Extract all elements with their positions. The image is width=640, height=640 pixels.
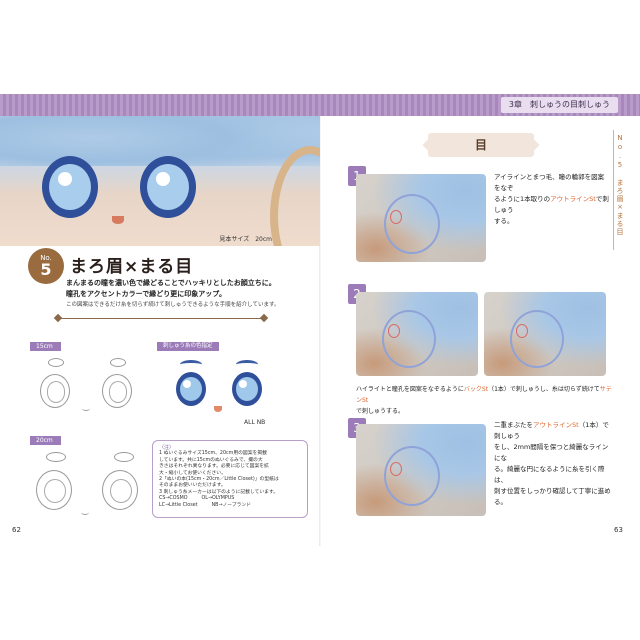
sketch-brow bbox=[46, 452, 66, 462]
note-line: きさはそれぞれ異なります。必要に応じて図案を拡 bbox=[159, 464, 269, 470]
note-line: 3 刺しゅう糸メーカーは以下のように記載しています。 bbox=[159, 489, 279, 495]
step-1-photo bbox=[356, 174, 486, 262]
page-number-left: 62 bbox=[12, 526, 21, 534]
size-tag-20cm: 20cm bbox=[30, 436, 61, 445]
page-spine bbox=[319, 116, 321, 546]
size-tag-15cm: 15cm bbox=[30, 342, 61, 351]
photo-highlight bbox=[390, 210, 402, 224]
section-title: 目 bbox=[428, 133, 534, 157]
header-band: 3章 刺しゅうの目刺しゅう bbox=[0, 94, 640, 116]
badge-no-label: No. bbox=[40, 254, 52, 262]
pattern-20cm bbox=[20, 450, 150, 526]
side-tab: No.5 まろ眉×まる目 bbox=[613, 130, 627, 250]
step-1-line: アイラインとまつ毛、瞳の輪郭を図案をなぞ bbox=[494, 173, 605, 192]
sketch-mouth bbox=[82, 406, 90, 411]
hero-right-eye bbox=[140, 156, 196, 218]
note-line: 2「ぬいの本(15cm・20cm／Little Closet)」の型紙は bbox=[159, 477, 279, 483]
color-spec-label: 刺しゅう糸の色指定 bbox=[157, 342, 219, 351]
hero-photo: 見本サイズ 20cm bbox=[0, 116, 320, 246]
photo-highlight bbox=[516, 324, 528, 338]
step-2-text: ハイライトと瞳孔を図案をなぞるようにバックSt（1本）で刺しゅうし、糸は切らず続… bbox=[356, 384, 616, 417]
sketch-mouth bbox=[81, 510, 89, 515]
pattern-15cm bbox=[26, 356, 146, 426]
note-line: 1 ぬいぐるみサイズ15cm、20cm用の図案を掲載 bbox=[159, 451, 267, 457]
maker-code: OL→OLYMPUS bbox=[201, 496, 235, 502]
color-brow bbox=[236, 360, 258, 369]
photo-highlight bbox=[390, 462, 402, 476]
sketch-eye bbox=[40, 374, 70, 408]
sketch-brow bbox=[114, 452, 134, 462]
step-number-badge: No. 5 bbox=[28, 248, 64, 284]
maker-code: NB→ノーブランド bbox=[211, 502, 251, 508]
note-box: 〈注〉 1 ぬいぐるみサイズ15cm、20cm用の図案を掲載 しています。共に1… bbox=[152, 440, 308, 518]
page-number-right: 63 bbox=[614, 526, 623, 534]
sketch-brow bbox=[110, 358, 126, 367]
step-3-line: 二重まぶたをアウトラインSt（1本）で刺しゅう bbox=[494, 421, 609, 440]
sketch-brow bbox=[48, 358, 64, 367]
sketch-eye bbox=[36, 470, 72, 510]
color-eye bbox=[176, 372, 206, 406]
chapter-header: 3章 刺しゅうの目刺しゅう bbox=[500, 97, 618, 113]
thread-brand-note: ALL NB bbox=[244, 419, 266, 426]
photo-eye-outline bbox=[510, 310, 564, 368]
hero-mouth bbox=[112, 216, 124, 224]
hero-left-eye bbox=[42, 156, 98, 218]
step-3-line: をし、2mm間隔を保つと綺麗なラインにな bbox=[494, 443, 609, 462]
maker-code: CS→COSMO bbox=[159, 496, 188, 502]
maker-code: LC→Little Closet bbox=[159, 502, 198, 508]
color-mouth bbox=[214, 406, 222, 412]
page-title: まろ眉×まる目 bbox=[70, 257, 194, 277]
lead-line-1: まんまるの瞳を濃い色で縁どることでハッキリとしたお顔立ちに。 bbox=[66, 279, 276, 287]
photo-eye-outline bbox=[384, 446, 440, 506]
photo-eye-outline bbox=[382, 310, 436, 368]
color-pattern bbox=[162, 358, 302, 428]
ornament-divider bbox=[58, 318, 264, 319]
step-3-line: 刺す位置をしっかり確認して丁寧に進める。 bbox=[494, 487, 611, 506]
step-2-photo-b bbox=[484, 292, 606, 376]
note-head: 〈注〉 bbox=[159, 445, 175, 451]
note-line: そのままお使いいただけます。 bbox=[159, 483, 226, 489]
lead-sub: この図案はできるだけ糸を切らず続けて刺しゅうできるような手順を紹介しています。 bbox=[66, 302, 280, 308]
step-1-line: する。 bbox=[494, 217, 514, 225]
lead-text: まんまるの瞳を濃い色で縁どることでハッキリとしたお顔立ちに。 瞳孔をアクセントカ… bbox=[66, 278, 306, 311]
step-3-line: る。綺麗な円になるように糸を引く際は、 bbox=[494, 465, 605, 484]
photo-eye-outline bbox=[384, 194, 440, 254]
step-2-photo-a bbox=[356, 292, 478, 376]
photo-highlight bbox=[388, 324, 400, 338]
step-3-text: 二重まぶたをアウトラインSt（1本）で刺しゅう をし、2mm間隔を保つと綺麗なラ… bbox=[494, 420, 614, 508]
color-eye bbox=[232, 372, 262, 406]
step-3-photo bbox=[356, 424, 486, 516]
note-line: 大・縮小してお使いください。 bbox=[159, 470, 226, 476]
step-1-text: アイラインとまつ毛、瞳の輪郭を図案をなぞ るように1本取りのアウトラインStで刺… bbox=[494, 172, 610, 227]
color-brow bbox=[180, 360, 202, 369]
sketch-eye bbox=[102, 470, 138, 510]
step-2-line: ハイライトと瞳孔を図案をなぞるようにバックSt（1本）で刺しゅうし、糸は切らず続… bbox=[356, 386, 612, 404]
embroidery-hoop bbox=[270, 146, 320, 246]
note-line: しています。共に15cmのぬいぐるみで、撮の大 bbox=[159, 457, 263, 463]
step-2-line: で刺しゅうする。 bbox=[356, 408, 405, 415]
hero-caption: 見本サイズ 20cm bbox=[219, 236, 272, 243]
lead-line-2: 瞳孔をアクセントカラーで縁どり更に印象アップ。 bbox=[66, 290, 227, 298]
step-1-line: るように1本取りのアウトラインStで刺しゅう bbox=[494, 195, 609, 214]
badge-number: 5 bbox=[40, 260, 52, 279]
sketch-eye bbox=[102, 374, 132, 408]
